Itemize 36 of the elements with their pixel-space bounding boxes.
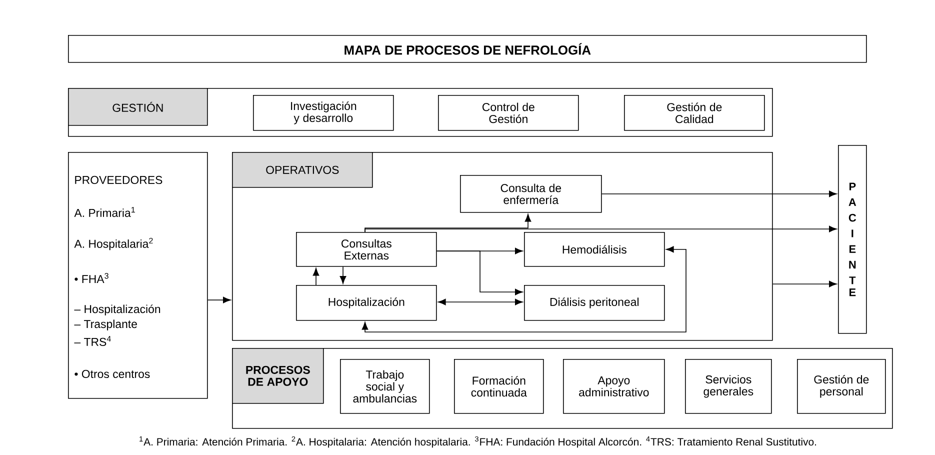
arrow <box>207 296 231 304</box>
list-heading: PROVEEDORES <box>75 176 162 184</box>
process-box: Control de Gestión <box>438 95 579 131</box>
list-item: – TRS$^{4}$ <box>74 336 111 346</box>
arrow <box>438 298 523 306</box>
process-box: Diálisis peritoneal <box>524 285 665 321</box>
process-box: Consultas Externas <box>296 232 437 267</box>
arrow <box>364 226 837 232</box>
process-box: Apoyo administrativo <box>563 359 665 414</box>
list-item: – Trasplante <box>74 320 137 330</box>
title-box: MAPA DE PROCESOS DE NEFROLOGÍA <box>68 35 867 63</box>
list-item: • FHA$^{3}$ <box>74 273 108 283</box>
arrow <box>340 266 346 284</box>
panel-header: PROCESOS DE APOYO <box>232 348 324 404</box>
list-item: – Hospitalización <box>74 304 160 316</box>
footnote: $^{1}$A. Primaria: Atención Primaria. $^{2}$A. Hospitalaria: Atención hospitalaria. $^{3}$FHA: Fundación Hospital Alcorcón. $^{4}$TRS: Tratamiento Renal Sustitutivo. <box>140 436 816 448</box>
process-box: Servicios generales <box>685 359 772 414</box>
process-box: Investigación y desarrollo <box>253 95 394 131</box>
panel-header: GESTIÓN <box>68 88 208 126</box>
process-box: Formación continuada <box>454 359 544 414</box>
process-box: Hospitalización <box>296 285 437 321</box>
list-item: • Otros centros <box>74 370 150 378</box>
process-box: Gestión de Calidad <box>624 95 765 131</box>
list-item: A. Primaria$^{1}$ <box>74 207 135 217</box>
panel-header: OPERATIVOS <box>232 152 373 188</box>
list-item: A. Hospitalaria$^{2}$ <box>74 238 153 250</box>
arrow <box>772 280 837 288</box>
process-box: Trabajo social y ambulancias <box>340 359 430 414</box>
arrow <box>601 190 837 198</box>
process-box: Consulta de enfermería <box>460 174 602 213</box>
process-box: Hemodiálisis <box>524 232 665 267</box>
arrow <box>312 268 320 286</box>
patient-bar: PACIENTE <box>838 145 867 334</box>
arrow <box>362 246 686 332</box>
arrow <box>436 250 523 296</box>
process-box: Gestión de personal <box>797 359 886 414</box>
